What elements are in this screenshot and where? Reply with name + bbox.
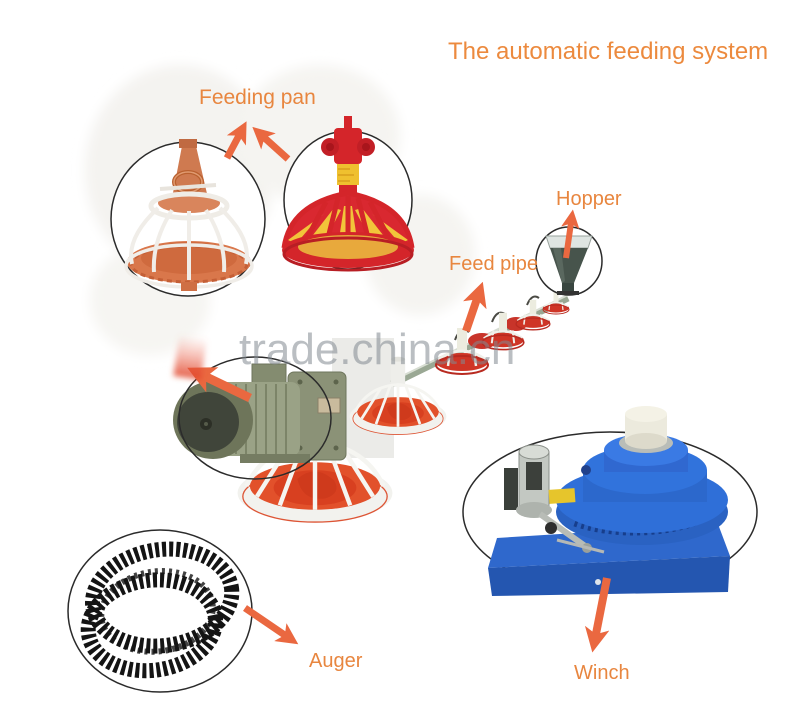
winch-arrow	[584, 577, 611, 653]
arrow-blur-artifact	[173, 334, 207, 380]
hanging-feed-pans	[434, 290, 570, 376]
hopper-arrow	[561, 209, 580, 259]
feed-pipe-arrow	[462, 281, 487, 333]
hopper-label: Hopper	[556, 188, 622, 210]
feeding-pan-arrow-left	[223, 121, 247, 160]
drive-motor	[173, 363, 347, 463]
motor-circle-outline	[178, 356, 332, 480]
feeding-pan-label: Feeding pan	[199, 86, 316, 109]
feeding-pan-photo-left	[110, 139, 266, 297]
feeding-pan-arrow-right	[252, 126, 291, 162]
auger-arrow	[243, 605, 299, 645]
motor-arrow	[187, 367, 252, 403]
auger-photo	[67, 529, 253, 693]
winch-crank	[504, 444, 605, 554]
watermark: trade.china.cn	[239, 325, 516, 374]
annotation-arrows	[187, 121, 611, 653]
auger-label: Auger	[309, 650, 363, 672]
winch-photo	[462, 406, 758, 596]
feeding-pan-photo-right	[281, 116, 415, 272]
feed-pipe-label: Feed pipe	[449, 253, 538, 275]
page-title: The automatic feeding system	[448, 38, 769, 65]
hopper-photo	[535, 226, 603, 296]
winch-label: Winch	[574, 662, 630, 684]
